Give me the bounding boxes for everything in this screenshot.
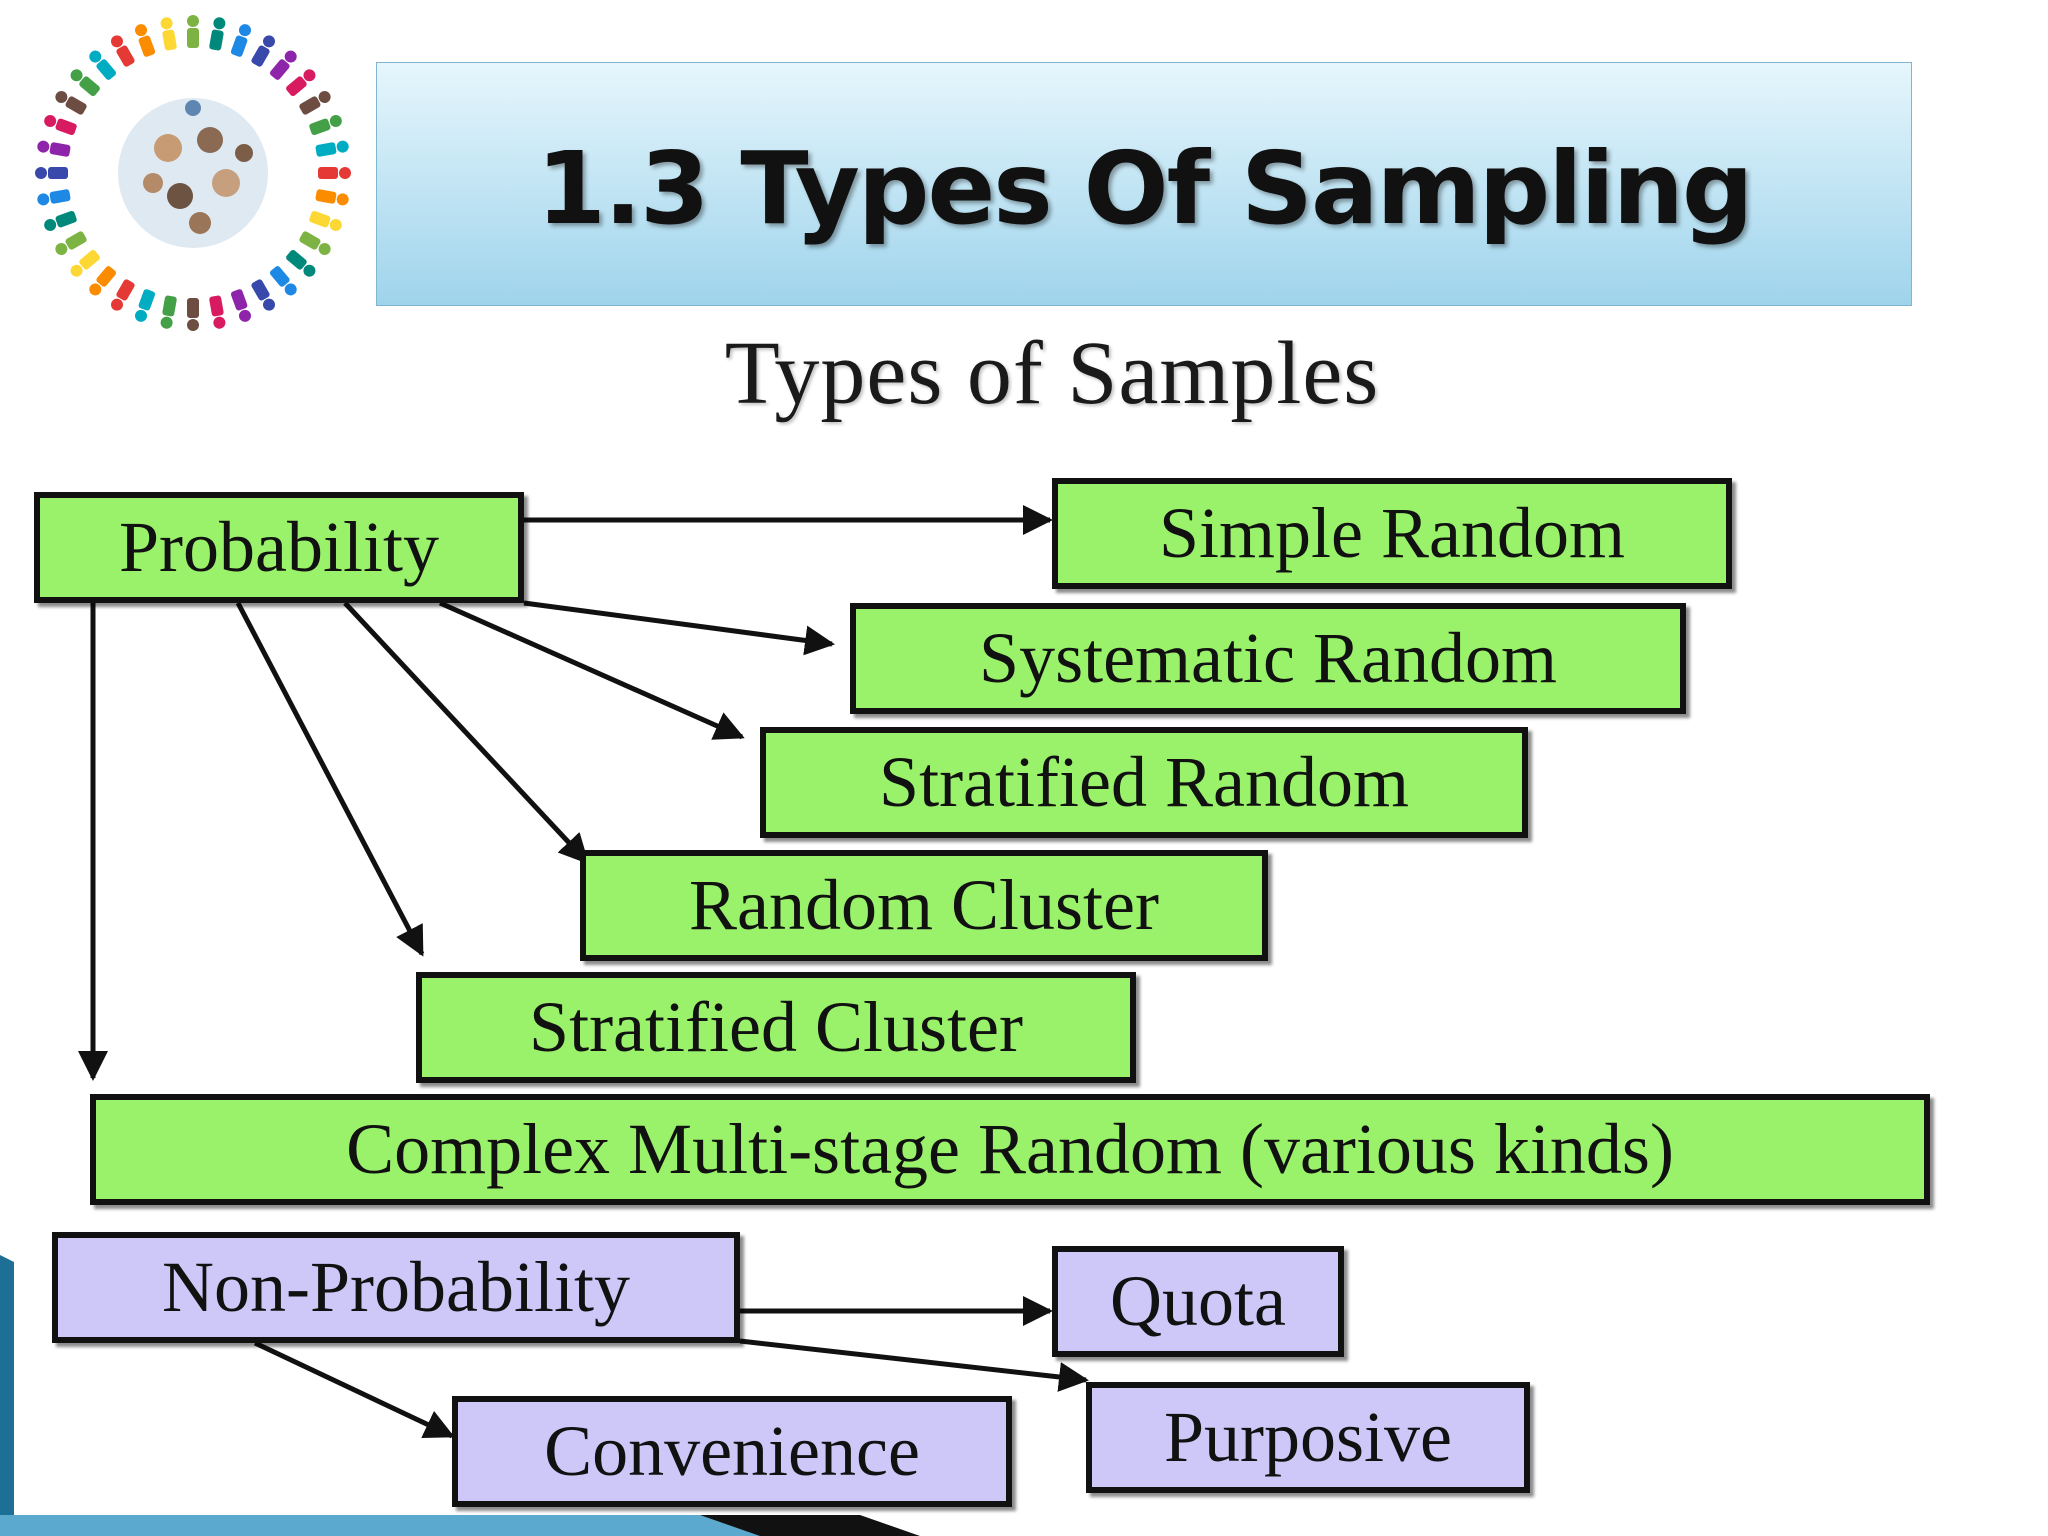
arrow-to-stratified-random bbox=[438, 600, 745, 740]
title-banner: 1.3 Types Of Sampling bbox=[376, 62, 1912, 306]
stratified-cluster-box: Stratified Cluster bbox=[416, 972, 1136, 1083]
stratified-random-box: Stratified Random bbox=[760, 727, 1528, 838]
systematic-random-box: Systematic Random bbox=[850, 603, 1686, 714]
arrow-to-stratified-cluster bbox=[235, 601, 425, 957]
people-circle-logo-icon bbox=[35, 15, 351, 331]
arrow-to-random-cluster bbox=[343, 601, 590, 865]
non-probability-box: Non-Probability bbox=[52, 1232, 740, 1343]
quota-box: Quota bbox=[1052, 1246, 1344, 1357]
convenience-box: Convenience bbox=[452, 1396, 1012, 1507]
probability-box: Probability bbox=[34, 492, 524, 603]
arrow-to-systematic-random bbox=[523, 600, 835, 656]
slide-title: 1.3 Types Of Sampling bbox=[536, 129, 1753, 247]
complex-multistage-box: Complex Multi-stage Random (various kind… bbox=[90, 1094, 1930, 1205]
random-cluster-box: Random Cluster bbox=[580, 850, 1268, 961]
purposive-box: Purposive bbox=[1086, 1382, 1530, 1493]
diagram-subtitle: Types of Samples bbox=[724, 324, 1380, 423]
simple-random-box: Simple Random bbox=[1052, 478, 1732, 589]
arrow-to-convenience bbox=[253, 1340, 455, 1439]
arrow-to-purposive bbox=[739, 1338, 1089, 1392]
